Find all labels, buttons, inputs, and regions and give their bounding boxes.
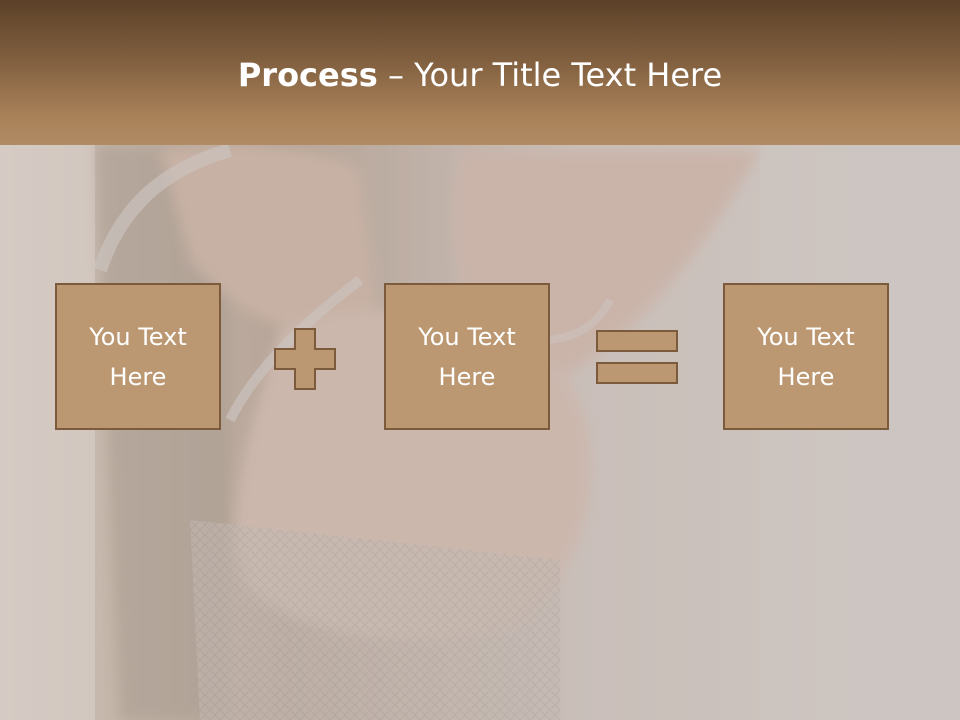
- process-box-2[interactable]: You Text Here: [384, 283, 550, 430]
- title-rest: – Your Title Text Here: [377, 56, 723, 94]
- title-bold: Process: [237, 56, 378, 94]
- process-box-1[interactable]: You Text Here: [55, 283, 221, 430]
- slide-title[interactable]: Process – Your Title Text Here: [0, 52, 960, 98]
- process-box-text: You Text Here: [418, 322, 516, 391]
- process-box-text: You Text Here: [757, 322, 855, 391]
- process-box-text: You Text Here: [89, 322, 187, 391]
- title-band: [0, 0, 960, 145]
- process-box-3[interactable]: You Text Here: [723, 283, 889, 430]
- equals-icon: [596, 330, 678, 384]
- plus-icon: [274, 328, 336, 390]
- photo-overlay: [0, 145, 960, 720]
